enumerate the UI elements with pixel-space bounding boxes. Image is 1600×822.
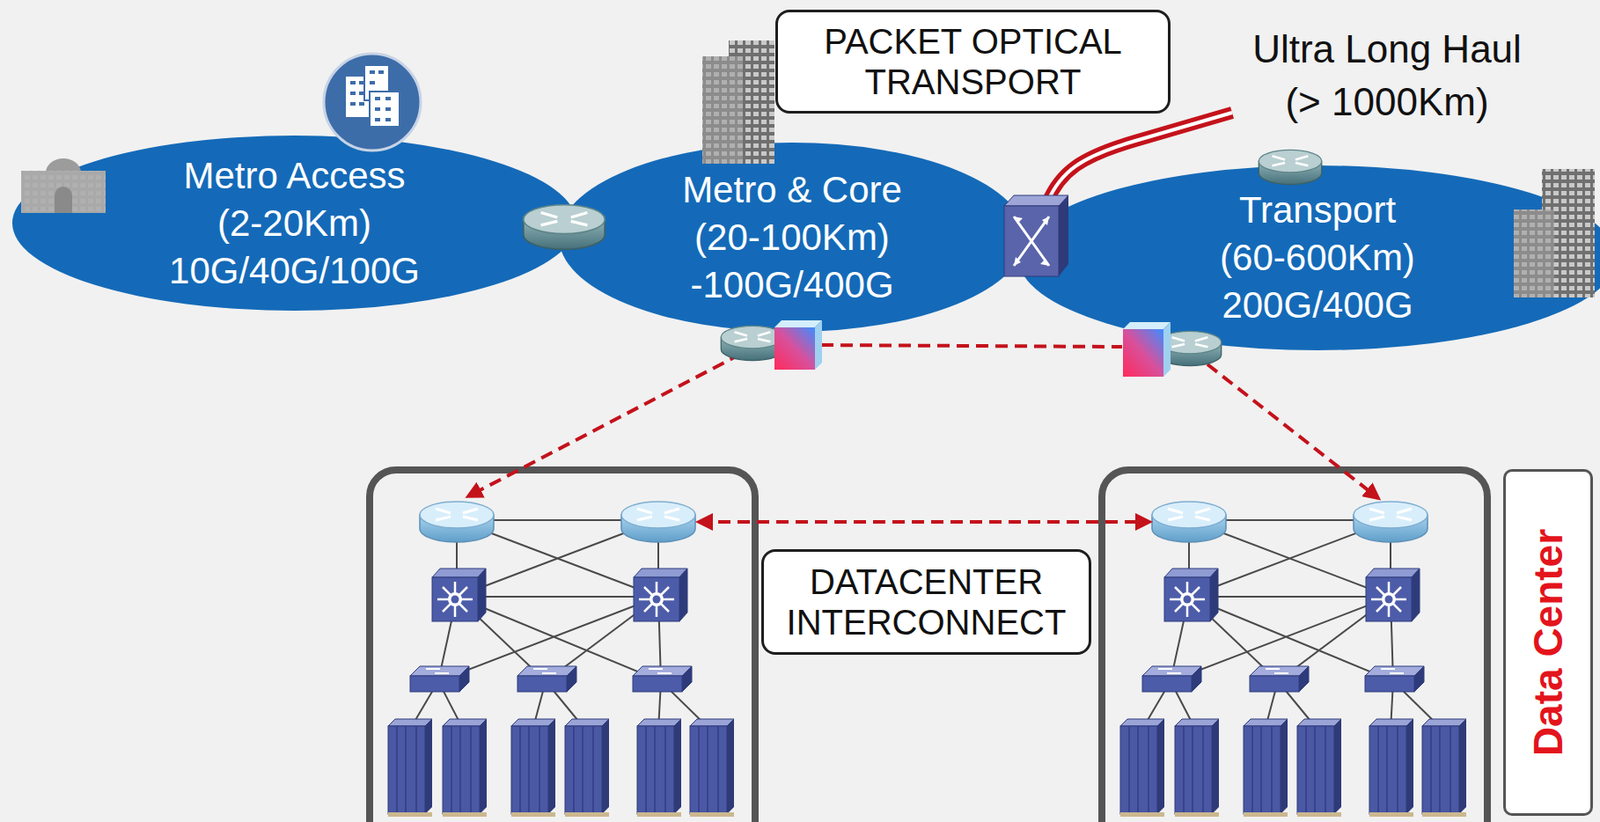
building-icon <box>54 186 73 213</box>
datacenter-right <box>1101 469 1488 822</box>
router-icon <box>523 205 605 250</box>
long-haul-link <box>1047 112 1233 203</box>
ring-shape <box>12 135 577 311</box>
dashed-link <box>468 353 742 497</box>
dashed-link <box>468 344 1379 522</box>
ring-shape <box>558 142 1026 332</box>
building-icon <box>1513 209 1555 298</box>
transceiver-icon <box>1122 322 1171 330</box>
building-icon <box>702 56 743 164</box>
optical-crossconnect-icon <box>1004 195 1069 206</box>
node-title: Metro & Core <box>682 166 903 214</box>
node-detail: 10G/40G/100G <box>168 247 420 295</box>
router-icon <box>1258 149 1322 184</box>
node-detail: 200G/400G <box>1221 281 1413 330</box>
title-box: PACKET OPTICAL TRANSPORT <box>775 9 1171 114</box>
building-icon <box>1513 168 1595 298</box>
datacenter-left <box>369 469 756 822</box>
building-badge-icon <box>323 53 421 151</box>
node-title: Metro Access <box>183 152 405 200</box>
side-label-box: Data Center <box>1503 469 1593 816</box>
network-ring: Metro Access(2-20Km)10G/40G/100G <box>12 135 577 311</box>
building-icon <box>21 158 106 213</box>
optical-crossconnect-icon <box>1004 195 1069 277</box>
building-badge-icon <box>323 53 421 151</box>
optical-crossconnect-icon <box>1013 216 1050 266</box>
node-title: Data Center <box>1525 528 1571 756</box>
transceiver-icon <box>814 320 823 370</box>
transceiver-icon <box>774 320 823 370</box>
long-haul-link <box>1047 112 1233 203</box>
optical-crossconnect-icon <box>1058 195 1069 277</box>
node-title: Transport <box>1239 186 1396 235</box>
network-ring: Metro & Core(20-100Km)-100G/400G <box>558 142 1026 332</box>
transceiver-icon <box>774 320 823 328</box>
building-icon <box>702 40 775 164</box>
optical-crossconnect-icon <box>1013 216 1050 266</box>
transceiver-icon <box>774 327 815 370</box>
node-detail: (20-100Km) <box>694 213 890 262</box>
network-ring: Transport(60-600Km)200G/400G <box>1018 165 1600 351</box>
node-detail: (60-600Km) <box>1219 234 1416 282</box>
building-badge-icon <box>369 91 400 127</box>
dashed-link <box>698 520 1150 524</box>
node-title: PACKET OPTICAL TRANSPORT <box>793 21 1153 103</box>
node-detail: -100G/400G <box>689 261 894 309</box>
node-title: DATACENTER INTERCONNECT <box>779 561 1073 643</box>
router-icon <box>720 325 784 360</box>
building-icon <box>702 56 743 164</box>
building-icon <box>21 170 106 213</box>
dashed-link <box>821 344 1123 347</box>
dashed-link <box>1207 364 1379 499</box>
building-badge-icon <box>350 72 391 120</box>
ring-shape <box>1018 165 1600 351</box>
annotation-label: Ultra Long Haul (> 1000Km) <box>1241 22 1533 129</box>
long-haul-link <box>1047 112 1233 203</box>
node-detail: (2-20Km) <box>217 199 372 248</box>
building-icon <box>21 170 106 213</box>
optical-crossconnect-icon <box>1004 205 1059 277</box>
transceiver-icon <box>1122 329 1164 377</box>
transceiver-icon <box>1163 322 1171 377</box>
transceiver-icon <box>1122 322 1171 377</box>
title-box: DATACENTER INTERCONNECT <box>761 549 1092 655</box>
building-icon <box>1513 209 1555 298</box>
